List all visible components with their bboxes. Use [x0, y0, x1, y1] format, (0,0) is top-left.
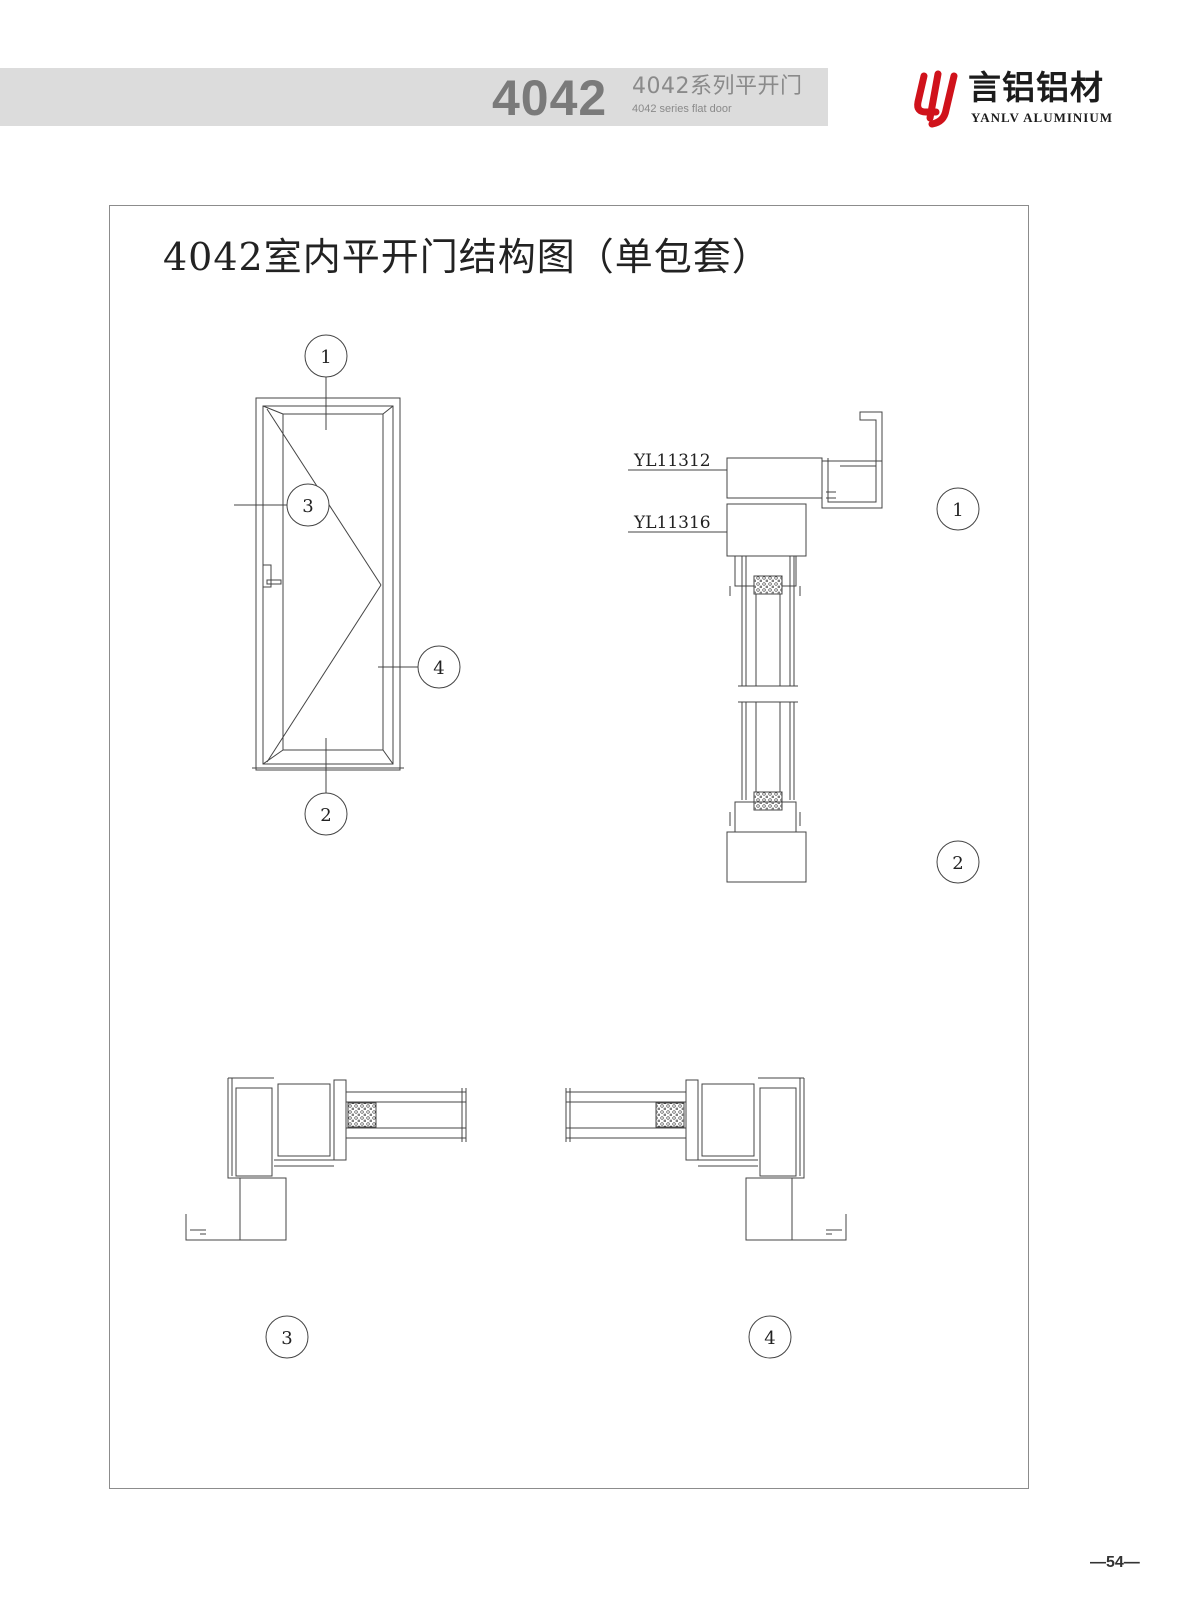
door-elevation	[252, 397, 404, 771]
drawing-frame	[109, 205, 1029, 1489]
callout-3-door: 3	[234, 483, 330, 527]
brand-name-en: YANLV ALUMINIUM	[971, 110, 1114, 125]
callout-1-door-label: 1	[320, 347, 331, 368]
vertical-section	[628, 411, 883, 883]
series-code: 4042	[492, 70, 608, 126]
callout-1-section-label: 1	[952, 500, 963, 521]
callout-2-section-label: 2	[952, 853, 963, 874]
profile-label-top-frame: YL11312	[633, 451, 711, 471]
callout-4-door-label: 4	[433, 658, 444, 679]
header-band	[0, 68, 828, 126]
series-title-en: 4042 series flat door	[632, 103, 732, 115]
callout-3-section-label: 3	[281, 1328, 292, 1349]
callout-1-section: 1	[936, 487, 980, 531]
series-title-cn: 4042系列平开门	[632, 74, 803, 99]
callout-2-section: 2	[936, 840, 980, 884]
callout-4-section: 4	[748, 1315, 792, 1359]
callout-2-door: 2	[304, 738, 348, 836]
brand-logo: 言铝铝材 YANLV ALUMINIUM	[910, 66, 1140, 132]
callout-3-section: 3	[265, 1315, 309, 1359]
horizontal-section-left	[185, 1077, 467, 1241]
callout-2-door-label: 2	[320, 805, 331, 826]
page-number: —54—	[1090, 1554, 1140, 1571]
drawing-title: 4042室内平开门结构图（单包套）	[163, 235, 771, 279]
horizontal-section-right	[565, 1077, 847, 1241]
profile-label-top-sash: YL11316	[633, 513, 711, 533]
callout-4-door: 4	[378, 645, 461, 689]
callout-4-section-label: 4	[764, 1328, 775, 1349]
callout-3-door-label: 3	[302, 496, 313, 517]
brand-name-cn: 言铝铝材	[968, 68, 1104, 107]
brand-mark-icon	[914, 70, 958, 128]
callout-1-door: 1	[304, 334, 348, 430]
